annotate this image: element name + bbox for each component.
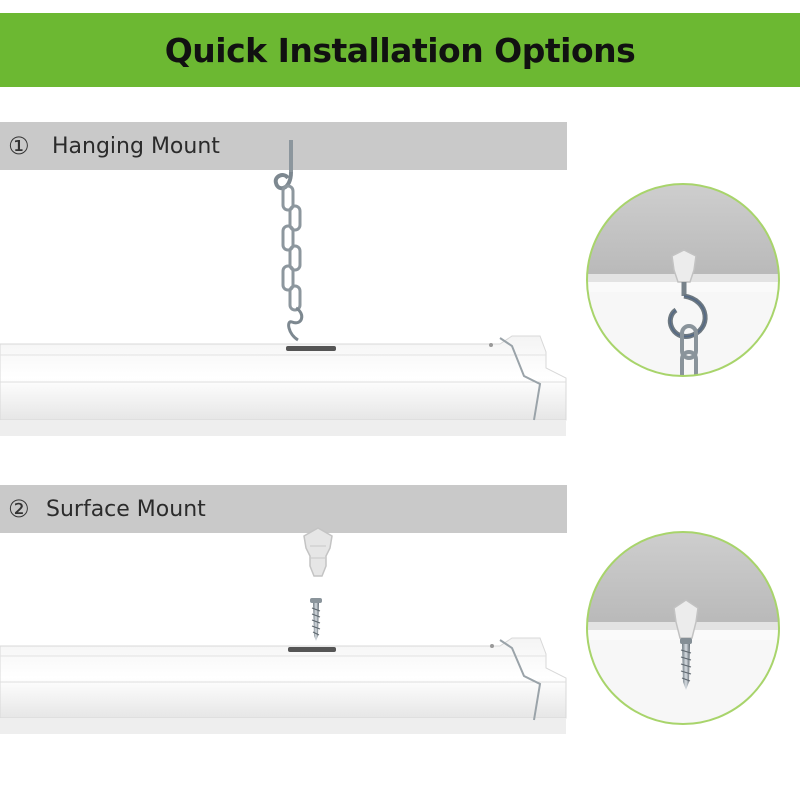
s-hook-icon	[287, 306, 304, 342]
chain-icon	[281, 184, 302, 312]
surface-detail-circle	[586, 531, 780, 725]
section-label: Hanging Mount	[52, 133, 220, 159]
screw-icon	[680, 638, 692, 690]
hanging-detail-circle	[586, 183, 780, 377]
ceiling-hook-icon	[273, 140, 293, 191]
screw-icon	[310, 598, 322, 641]
wall-anchor-icon	[673, 599, 699, 639]
title-banner: Quick Installation Options	[0, 13, 800, 87]
section-surface-mount-header: ② Surface Mount	[0, 485, 567, 533]
section-hanging-mount-header: ① Hanging Mount	[0, 122, 567, 170]
hook-detail-icon	[667, 282, 708, 339]
wall-anchor-icon	[671, 249, 697, 283]
page-title: Quick Installation Options	[164, 30, 636, 70]
section-label: Surface Mount	[46, 496, 206, 522]
section-number: ①	[8, 132, 30, 160]
section-number: ②	[8, 495, 30, 523]
chain-icon	[680, 324, 698, 376]
led-fixture-surface	[0, 637, 567, 734]
led-fixture-hanging	[0, 335, 567, 436]
wall-anchor-icon	[303, 527, 333, 577]
